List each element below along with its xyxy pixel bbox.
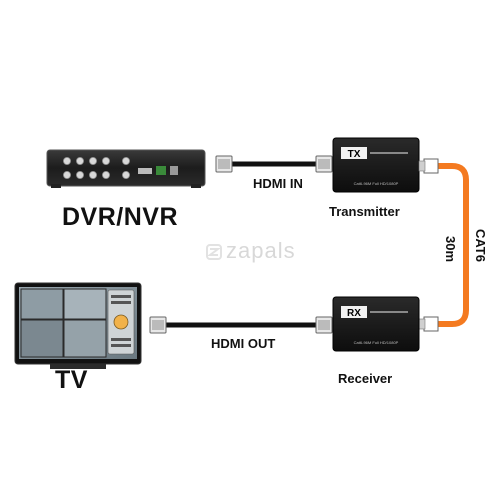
tv-camera-tiles [20,288,107,358]
cable-length-label: 30m [443,236,458,263]
watermark-logo-icon [206,244,222,260]
bnc-connectors [63,156,131,179]
tx-badge: TX [348,149,361,160]
transmitter-device: TX Cat6-96M Full HD/1080P [332,137,420,193]
watermark: zapals [206,238,296,264]
tv-label: TV [55,366,88,394]
dvr-device [46,149,206,188]
cat6-cable [418,158,469,332]
transmitter-label: Transmitter [329,204,400,219]
hdmi-in-label: HDMI IN [253,176,303,191]
receiver-label: Receiver [338,371,393,386]
rx-spec: Cat6-96M Full HD/1080P [354,340,399,345]
tx-spec: Cat6-96M Full HD/1080P [354,181,399,186]
cat6-label: CAT6 [473,229,488,262]
tv-remote-overlay [107,289,135,355]
hdmi-out-label: HDMI OUT [211,336,276,351]
rx-badge: RX [347,308,361,319]
hdmi-out-cable [149,316,333,334]
hdmi-in-cable [215,155,333,173]
receiver-device: RX Cat6-96M Full HD/1080P [332,296,420,352]
dvr-nvr-label: DVR/NVR [62,203,179,231]
tv-device [14,282,142,369]
watermark-text: zapals [226,238,296,263]
